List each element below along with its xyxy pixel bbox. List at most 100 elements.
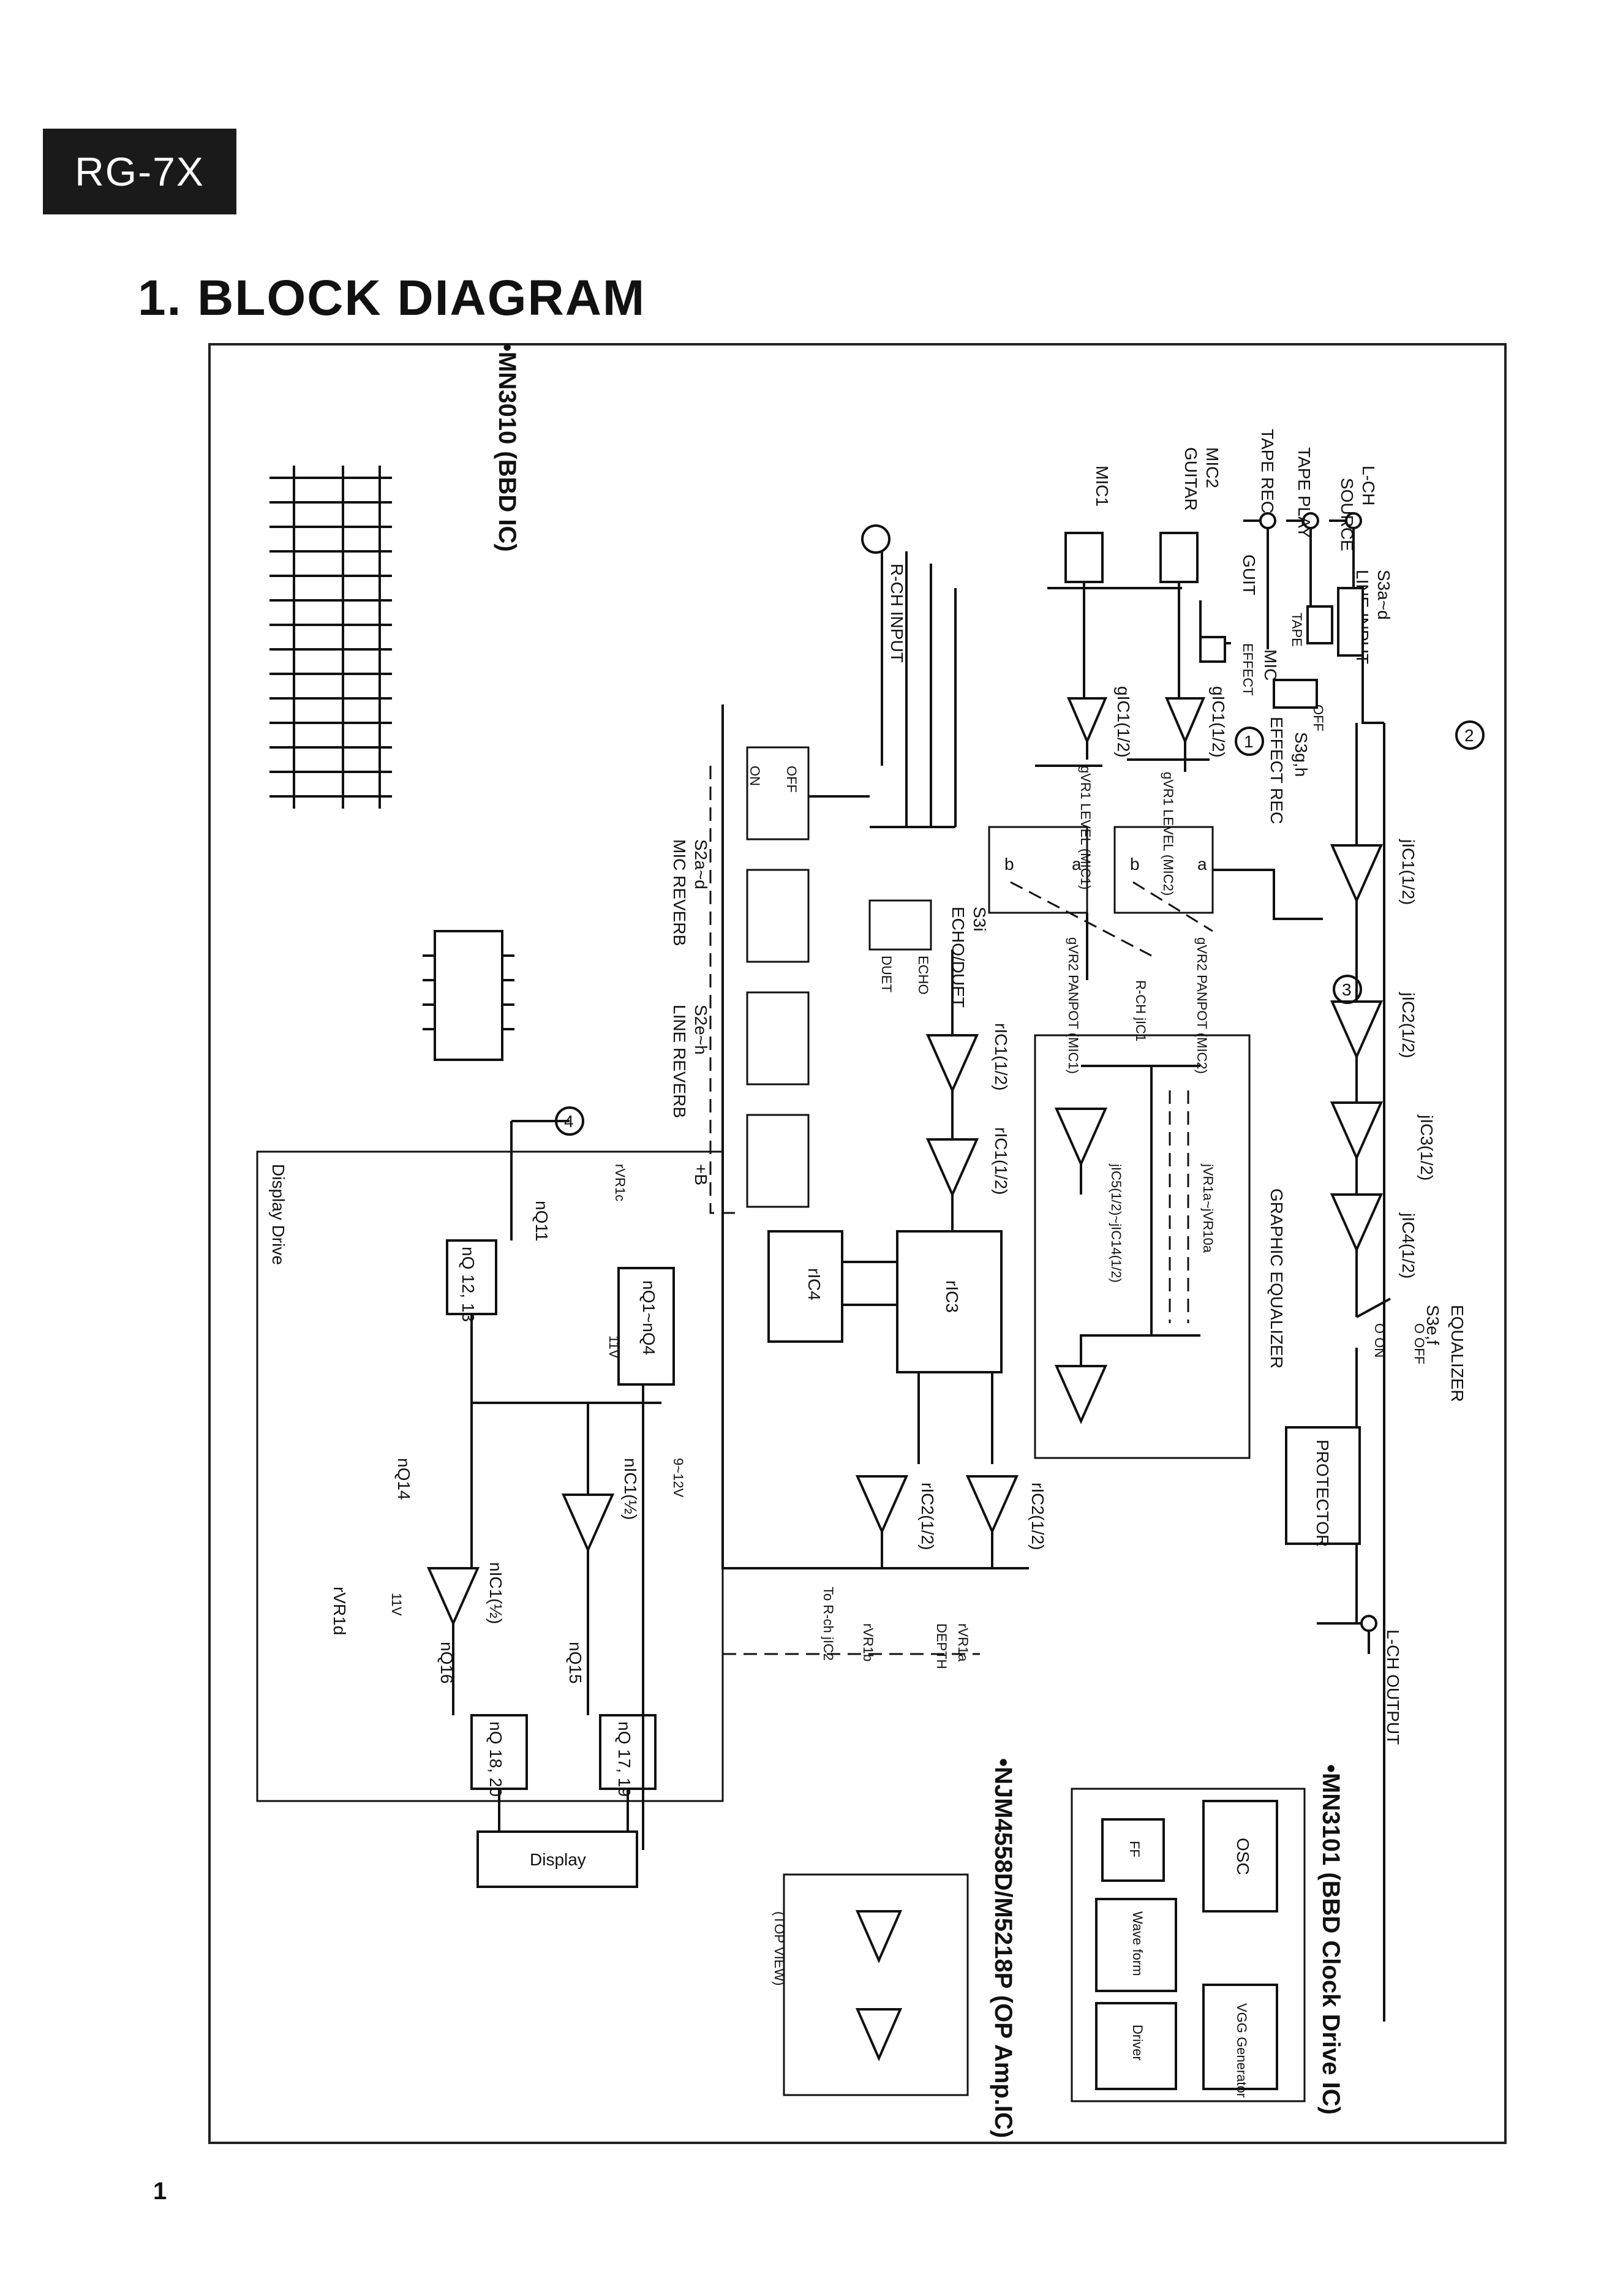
njm4558-package xyxy=(783,1873,969,2096)
marker-2-top xyxy=(861,524,891,554)
label-s3ef: S3e,f xyxy=(1423,1305,1442,1345)
label-ff: FF xyxy=(1127,1841,1142,1857)
label-reverb-off: OFF xyxy=(784,766,799,793)
label-echo: ECHO xyxy=(916,956,931,995)
ic-ric3 xyxy=(896,1230,1003,1373)
block-nq12-13 xyxy=(446,1239,497,1315)
label-driver: Driver xyxy=(1130,2025,1145,2061)
switch-s2b xyxy=(746,869,810,963)
label-jic2: jIC2(1/2) xyxy=(1399,992,1418,1058)
label-depth: DEPTH xyxy=(934,1623,949,1669)
diagram-frame xyxy=(208,343,1507,2144)
mn3101-box xyxy=(1071,1788,1306,2102)
amp-jic1 xyxy=(1330,844,1384,904)
mn3101-waveform xyxy=(1095,1898,1177,1992)
label-gic1: gIC1(1/2) xyxy=(1209,686,1228,758)
label-protector: PROTECTOR xyxy=(1313,1440,1332,1547)
switch-s2c xyxy=(746,991,810,1086)
label-wave-form: Wave form xyxy=(1130,1911,1145,1976)
amp-jic3 xyxy=(1330,1101,1384,1161)
mn3101-driver xyxy=(1095,2002,1177,2090)
amp-nic1b xyxy=(426,1567,480,1626)
switch-guit-mic xyxy=(1199,636,1226,663)
label-nic1a: nIC1(½) xyxy=(621,1458,640,1520)
marker-1 xyxy=(1235,727,1264,756)
label-ric1a: rIC1(1/2) xyxy=(992,1023,1011,1090)
label-nq15: nQ15 xyxy=(566,1642,585,1684)
label-rch-jic1: R-CH jIC1 xyxy=(1133,980,1148,1041)
label-jic5: jIC5(1/2)~jIC14(1/2) xyxy=(1109,1163,1124,1283)
panpot-mic1-box xyxy=(988,826,1088,914)
label-11v-b: 11V xyxy=(389,1593,404,1616)
label-nic1b: nIC1(½) xyxy=(486,1562,505,1624)
amp-gic1 xyxy=(1164,697,1206,745)
label-mic-reverb: MIC REVERB xyxy=(670,839,689,946)
amp-ric1a xyxy=(925,1034,979,1093)
echo-chain: rIC1(1/2) rIC1(1/2) rIC3 rIC4 rIC2(1/2) … xyxy=(723,950,1047,1669)
label-s2eh: S2e~h xyxy=(691,1005,710,1055)
marker-3-text: 3 xyxy=(1342,980,1352,999)
amp-jic2 xyxy=(1330,1000,1384,1060)
label-mic2: MIC2 xyxy=(1203,447,1222,488)
label-duet: DUET xyxy=(879,956,894,992)
njm4558-amp-a xyxy=(855,1910,903,1963)
label-o-off: O OFF xyxy=(1412,1323,1427,1364)
jack-lch-output xyxy=(1360,1615,1377,1632)
switch-s3i xyxy=(868,899,932,951)
label-tape-rec: TAPE REC xyxy=(1258,429,1277,513)
label-nq1-4: nQ1~nQ4 xyxy=(639,1280,658,1355)
label-top-view: (TOP VIEW) xyxy=(772,1911,787,1985)
label-equalizer: EQUALIZER xyxy=(1448,1305,1467,1402)
label-jic3: jIC3(1/2) xyxy=(1417,1114,1436,1180)
label-rch-input: R-CH INPUT xyxy=(887,564,906,663)
label-nq14: nQ14 xyxy=(394,1458,413,1500)
label-gvr2-mic2: gVR2 PANPOT (MIC2) xyxy=(1194,937,1210,1074)
display-drive: Display Drive +B rVR1c nQ1~nQ4 11V nQ11 … xyxy=(256,1120,724,1888)
switch-s2d xyxy=(746,1114,810,1208)
label-guitar: GUITAR xyxy=(1181,447,1200,511)
njm4558-amp-b xyxy=(855,2008,903,2061)
label-nq12-13: nQ 12, 13 xyxy=(459,1247,478,1322)
reference-markers: 2 3 4 1 xyxy=(555,524,1485,1136)
marker-4 xyxy=(555,1106,584,1136)
label-s3i: S3i xyxy=(970,907,989,931)
jack-tape-rec xyxy=(1259,512,1276,529)
switch-s3gh xyxy=(1273,679,1318,709)
amp-jic5-bottom xyxy=(1054,1365,1108,1424)
label-mn3010: •MN3010 (BBD IC) xyxy=(494,343,521,552)
amp-ric2b xyxy=(965,1475,1019,1535)
label-display-drive: Display Drive xyxy=(269,1164,288,1265)
label-nq11: nQ11 xyxy=(532,1201,551,1241)
amp-jic5-top xyxy=(1054,1108,1108,1167)
panpot-section: a b a b gVR2 PANPOT (MIC1) gVR2 PANPOT (… xyxy=(988,826,1323,1074)
mn3101-ff xyxy=(1101,1818,1165,1882)
label-plus-b: +B xyxy=(691,1164,710,1185)
amp-ric2a xyxy=(855,1475,909,1535)
panpot-b2: b xyxy=(1130,855,1140,874)
label-graphic-equalizer: GRAPHIC EQUALIZER xyxy=(1267,1188,1286,1369)
graphic-equalizer-box xyxy=(1034,1034,1251,1459)
marker-4-text: 4 xyxy=(564,1112,574,1131)
label-s2ad: S2a~d xyxy=(691,839,710,889)
label-rvr1b: rVR1b xyxy=(860,1623,876,1661)
mn3101-vgg xyxy=(1202,1984,1278,2090)
label-ric4: rIC4 xyxy=(805,1268,824,1301)
njm4558-section: •NJM4558D/M5218P (OP Amp.IC) (TOP VIEW) xyxy=(772,1758,1017,2138)
mn3101-osc xyxy=(1202,1800,1278,1913)
mic-section: MIC2 GUITAR MIC1 GUIT MIC gIC1(1/2) gIC1… xyxy=(1035,447,1280,896)
label-line-reverb: LINE REVERB xyxy=(670,1005,689,1118)
mn3010-section: •MN3010 (BBD IC) xyxy=(269,343,521,1061)
label-gic11: gIC1(1/2) xyxy=(1114,686,1133,758)
graphic-equalizer: GRAPHIC EQUALIZER jIC5(1/2)~jIC14(1/2) j… xyxy=(1034,1034,1286,1459)
label-rvr1d: rVR1d xyxy=(330,1587,349,1635)
label-osc: OSC xyxy=(1233,1838,1252,1875)
panpot-b1: b xyxy=(1004,855,1014,874)
block-nq1-4 xyxy=(617,1267,675,1386)
amp-ric1b xyxy=(925,1138,979,1198)
label-guit: GUIT xyxy=(1240,554,1259,595)
display-drive-box xyxy=(256,1150,724,1802)
page-title: 1. BLOCK DIAGRAM xyxy=(138,270,646,326)
lch-chain: jIC1(1/2) jIC2(1/2) jIC3(1/2) jIC4(1/2) … xyxy=(1285,723,1467,1745)
label-9-12v: 9~12V xyxy=(671,1458,686,1498)
